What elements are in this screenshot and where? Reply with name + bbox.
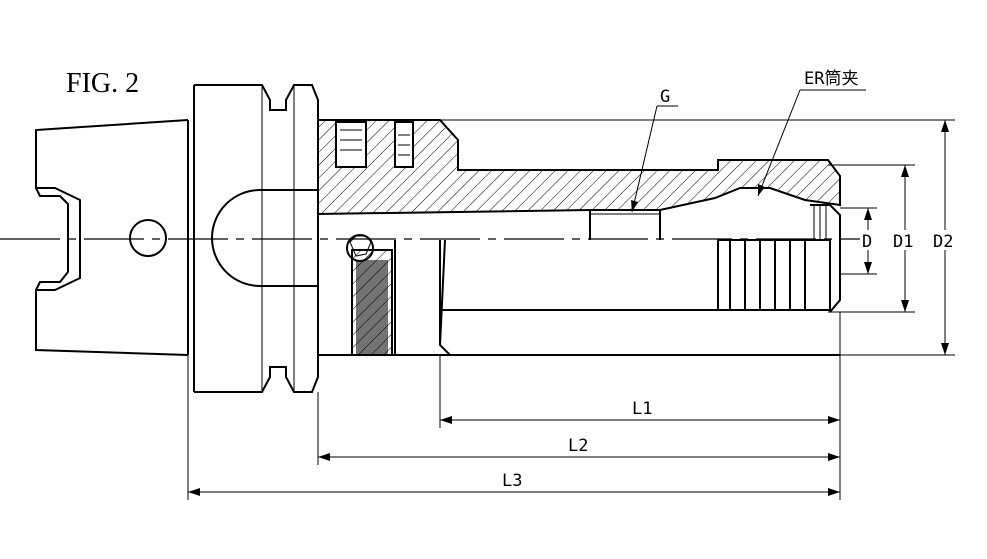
- leader-er-collet: ER筒夹: [757, 69, 866, 197]
- dimension-D: D: [860, 208, 878, 274]
- dimension-L3: L3: [188, 471, 840, 496]
- clamp-screw-pocket-1: [335, 121, 367, 168]
- hsk-taper-shank: [35, 119, 189, 356]
- hex-socket: [346, 234, 374, 262]
- label-L3: L3: [502, 471, 522, 491]
- extension-lines: [187, 119, 955, 500]
- dimension-D1: D1: [893, 165, 917, 312]
- label-L2: L2: [568, 436, 588, 456]
- label-D1: D1: [893, 232, 913, 252]
- dimension-L2: L2: [318, 436, 840, 461]
- drive-hole: [129, 219, 167, 257]
- flange-drive-slot: [211, 189, 318, 287]
- flange-body: [193, 84, 319, 393]
- dimension-L1: L1: [440, 399, 840, 424]
- label-er-collet: ER筒夹: [804, 69, 858, 89]
- label-G: G: [660, 87, 670, 107]
- leader-G: G: [631, 87, 678, 213]
- label-D2: D2: [933, 232, 953, 252]
- label-D: D: [862, 232, 872, 252]
- body-lower-view: [318, 234, 840, 356]
- figure-title: FIG. 2: [66, 68, 139, 99]
- collet-nut-threads: [717, 204, 841, 313]
- body-section: [317, 119, 841, 240]
- dimension-D2: D2: [933, 120, 957, 355]
- label-L1: L1: [632, 399, 652, 419]
